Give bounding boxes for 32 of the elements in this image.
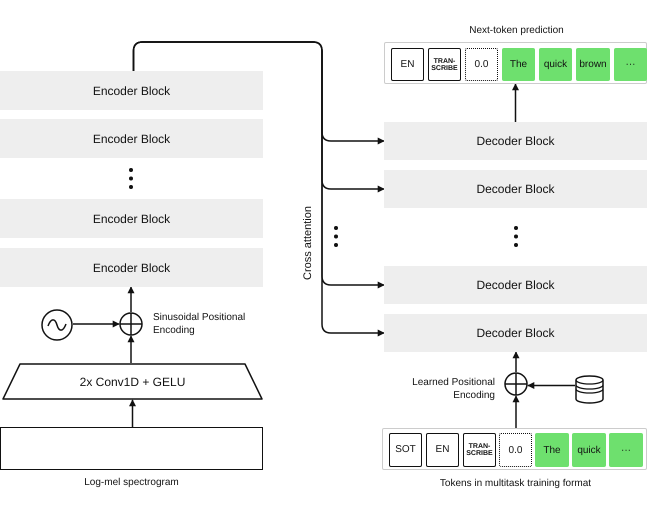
token-box: quick xyxy=(572,433,606,467)
conv-layer-trapezoid: 2x Conv1D + GELU xyxy=(2,363,263,400)
token-box: The xyxy=(502,48,535,81)
token-box: ··· xyxy=(609,433,643,467)
panel-heading: Next-token prediction xyxy=(468,24,565,37)
layer-block: Encoder Block xyxy=(0,248,263,287)
layer-block: Decoder Block xyxy=(384,170,647,208)
token-box: EN xyxy=(391,48,424,81)
token-box: 0.0 xyxy=(499,433,532,467)
token-box: 0.0 xyxy=(465,48,498,81)
summation-circle xyxy=(119,312,143,336)
layer-block: Encoder Block xyxy=(0,119,263,158)
layer-block: Decoder Block xyxy=(384,266,647,304)
sine-wave-circle xyxy=(41,309,73,341)
summation-circle xyxy=(504,372,528,396)
layer-block: Decoder Block xyxy=(384,314,647,352)
spectrogram-box xyxy=(0,427,263,470)
token-box: The xyxy=(535,433,569,467)
node-label: Learned Positional Encoding xyxy=(411,376,495,402)
token-box: brown xyxy=(576,48,610,81)
layer-block: Decoder Block xyxy=(384,122,647,160)
token-box: SOT xyxy=(389,433,422,467)
edge-label: Cross attention xyxy=(300,206,315,280)
layer-block: Encoder Block xyxy=(0,199,263,238)
panel-heading: Tokens in multitask training format xyxy=(438,477,592,490)
token-box: ··· xyxy=(614,48,647,81)
token-box: quick xyxy=(539,48,572,81)
layer-block: Encoder Block xyxy=(0,71,263,110)
node-label: Log-mel spectrogram xyxy=(83,476,180,489)
node-label: Sinusoidal Positional Encoding xyxy=(153,311,246,337)
token-box: EN xyxy=(426,433,459,467)
embedding-cylinder xyxy=(575,375,604,403)
